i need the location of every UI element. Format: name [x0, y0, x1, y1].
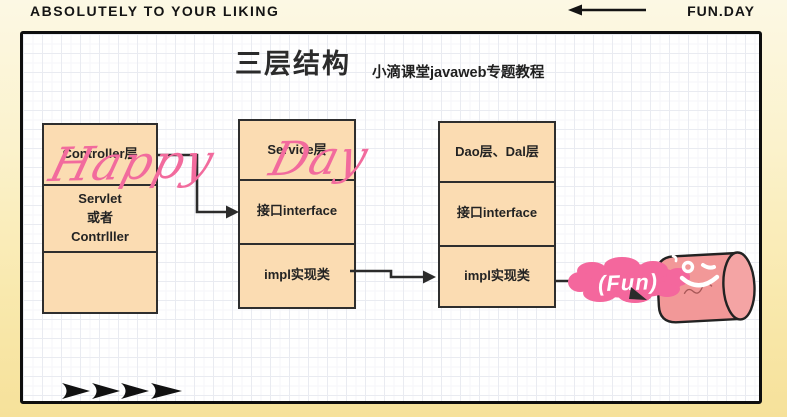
long-left-arrow-icon	[568, 4, 646, 16]
happy-day-watermark: Happy Day	[43, 129, 375, 194]
box-servlet-or-controller: Servlet 或者 Contrlller	[42, 183, 158, 253]
box-dao-layer: Dao层、Dal层	[438, 121, 556, 183]
box-service-impl: impl实现类	[238, 242, 356, 309]
box-dao-impl: impl实现类	[438, 244, 556, 308]
page-title: 三层结构	[235, 49, 351, 79]
box-service-interface: 接口interface	[238, 178, 356, 245]
box-controller-layer: Controller层	[42, 123, 158, 186]
tier-column-controller: Controller层 Servlet 或者 Contrlller	[42, 123, 158, 314]
tier-column-service: Service层 接口interface impl实现类	[238, 119, 356, 309]
box-dao-interface: 接口interface	[438, 180, 556, 247]
page-subtitle: 小滴课堂javaweb专题教程	[372, 65, 545, 81]
top-bar: ABSOLUTELY TO YOUR LIKING FUN.DAY	[0, 0, 787, 31]
box-controller-empty	[42, 250, 158, 314]
brand-label: FUN.DAY	[687, 3, 755, 19]
tier-column-dao: Dao层、Dal层 接口interface impl实现类	[438, 121, 556, 308]
box-service-layer: Service层	[238, 119, 356, 181]
top-left-slogan: ABSOLUTELY TO YOUR LIKING	[30, 3, 280, 19]
